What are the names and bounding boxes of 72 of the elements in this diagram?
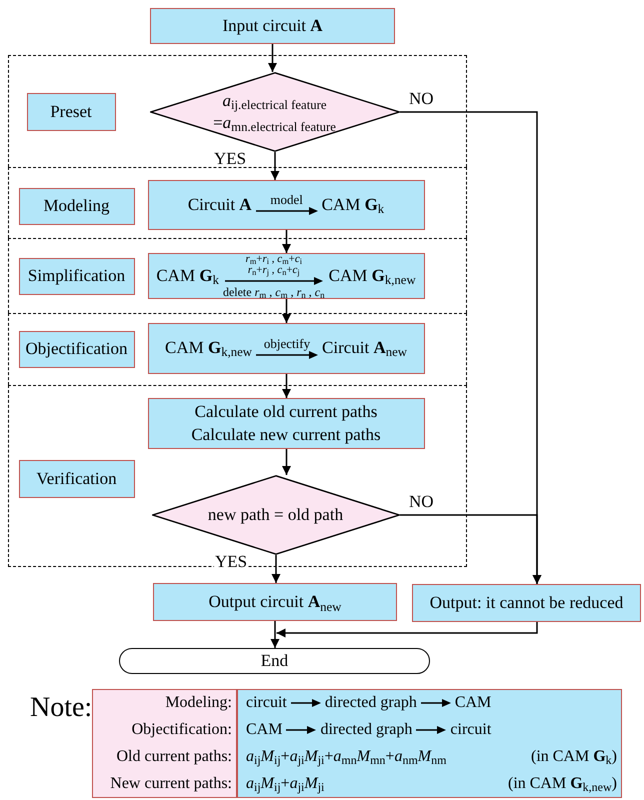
note-term: Old current paths: bbox=[116, 748, 232, 765]
terminal-text: End bbox=[260, 650, 288, 672]
arrow-label: model bbox=[270, 193, 303, 206]
stage-frame bbox=[8, 238, 467, 313]
note-definition: circuit bbox=[246, 695, 287, 712]
step-text: Circuit A bbox=[188, 194, 252, 216]
note-term: New current paths: bbox=[110, 776, 232, 792]
step-text: Calculate old current paths Calculate new current paths bbox=[190, 400, 382, 446]
process-box bbox=[412, 584, 641, 622]
process-box bbox=[148, 322, 424, 374]
arrow-label: objectify bbox=[264, 336, 310, 350]
terminal-box bbox=[119, 648, 430, 674]
stage-frame bbox=[8, 55, 467, 167]
step-text: CAM G$_{k}$ bbox=[156, 264, 219, 288]
connector-arrow bbox=[272, 555, 280, 583]
stage-label bbox=[26, 92, 116, 130]
edge-label: YES bbox=[213, 150, 248, 167]
note-panel bbox=[92, 689, 237, 798]
note-term: Modeling: bbox=[165, 695, 232, 712]
connector-arrow bbox=[282, 374, 291, 398]
stage-text: Modeling bbox=[43, 195, 110, 218]
connector-arrow bbox=[282, 449, 291, 475]
note-heading: Note: bbox=[30, 694, 92, 722]
stage-label bbox=[18, 330, 134, 368]
step-text: Input circuit A bbox=[222, 15, 323, 38]
note-definition: (in CAM G$_{k,new}$) bbox=[508, 776, 617, 792]
note-definition: a$_{ij}$M$_{ij}$+a$_{ji}$M$_{ji}$+a$_{mn}$M$_{mn}$+a$_{nm}$M$_{nm}$ bbox=[246, 748, 446, 765]
connector-arrow bbox=[282, 230, 291, 253]
step-text: Output: it cannot be reduced bbox=[430, 592, 624, 614]
connector-arrow bbox=[282, 299, 291, 323]
arrow-label: r$_{n}$+r$_{j}$ , c$_{n}$+c$_{j}$ bbox=[248, 264, 300, 276]
process-box bbox=[148, 180, 424, 230]
step-text: CAM G$_{k,new}$ bbox=[164, 337, 252, 361]
process-box bbox=[148, 252, 424, 298]
note-panel bbox=[237, 689, 622, 798]
condition-text: new path = old path bbox=[208, 504, 344, 526]
connector-arrow bbox=[400, 514, 542, 584]
note-definition: CAM bbox=[246, 722, 282, 738]
stage-text: Preset bbox=[50, 100, 92, 123]
note-definition: circuit bbox=[450, 722, 492, 738]
process-box bbox=[153, 583, 397, 621]
arrow-label: delete r$_{m}$ , c$_{m}$ , r$_{n}$ , c$_{n}$ bbox=[222, 286, 325, 298]
stage-text: Simplification bbox=[28, 265, 126, 288]
stage-label bbox=[18, 188, 134, 224]
edge-label: YES bbox=[214, 553, 248, 570]
note-definition: CAM bbox=[454, 695, 492, 712]
arrow-label: r$_{m}$+r$_{i}$ , c$_{m}$+c$_{i}$ bbox=[246, 254, 302, 264]
note-definition: directed graph bbox=[320, 722, 412, 738]
process-box bbox=[148, 398, 424, 448]
stage-label bbox=[18, 258, 134, 294]
connector-arrow bbox=[270, 152, 280, 180]
stage-frame bbox=[8, 385, 467, 567]
step-text: Circuit A$_{new}$ bbox=[322, 337, 408, 361]
note-definition: (in CAM G$_{k}$) bbox=[530, 748, 617, 765]
step-text: CAM G$_{k}$ bbox=[322, 194, 384, 218]
stage-text: Verification bbox=[36, 468, 117, 490]
edge-label: NO bbox=[408, 90, 435, 107]
edge-label: NO bbox=[408, 493, 435, 510]
connector-arrow bbox=[276, 622, 538, 638]
connector-arrow bbox=[268, 44, 277, 72]
stage-frame bbox=[8, 167, 467, 238]
step-text: CAM G$_{k,new}$ bbox=[328, 264, 416, 288]
stage-label bbox=[18, 460, 134, 498]
process-box bbox=[150, 8, 395, 44]
connector-arrow bbox=[270, 621, 280, 648]
note-term: Objectification: bbox=[132, 722, 232, 738]
note-definition: directed graph bbox=[324, 695, 417, 712]
condition-text: a$_{ij.electrical feature}$ =a$_{mn.electrical feature}$ bbox=[212, 90, 337, 133]
note-definition: a$_{ij}$M$_{ij}$+a$_{ji}$M$_{ji}$ bbox=[246, 776, 324, 792]
stage-text: Objectification bbox=[26, 338, 128, 360]
step-text: Output circuit A$_{new}$ bbox=[208, 591, 342, 614]
stage-frame bbox=[8, 313, 467, 385]
